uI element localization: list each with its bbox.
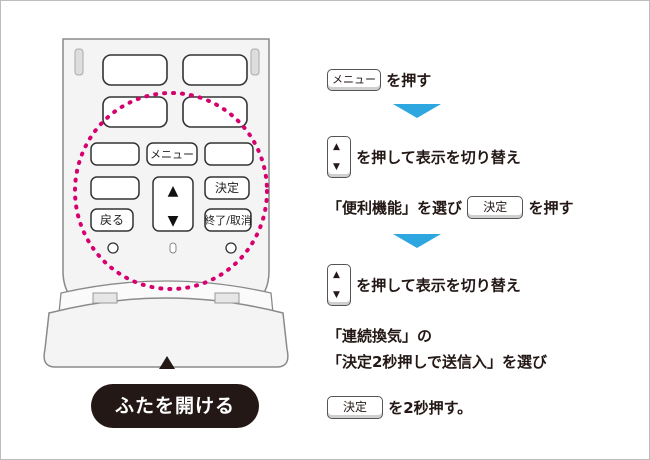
remote-button-right-row3 <box>204 142 254 166</box>
remote-button-left-row3 <box>90 142 140 166</box>
remote-back-button-label: 戻る <box>100 213 124 227</box>
remote-top-button-4 <box>182 96 248 128</box>
remote-top-button-2 <box>182 54 248 86</box>
remote-indicator-left <box>107 242 119 254</box>
remote-end-cancel-button-label: 終了/取消 <box>204 213 252 227</box>
remote-indicator-right <box>225 242 237 254</box>
highlight-circle <box>73 91 269 291</box>
remote-side-slot-left <box>74 48 84 76</box>
step-6: 決定 を2秒押す。 <box>327 396 472 419</box>
remote-menu-button <box>146 142 198 166</box>
step-3: 「便利機能」を選び 決定 を押す <box>327 196 574 219</box>
remote-menu-button-label: メニュー <box>150 148 194 161</box>
remote-lid-hinge-left <box>92 292 118 304</box>
step-2: ▲ ▼ を押して表示を切り替え <box>327 136 521 178</box>
step-1: メニュー を押す <box>327 69 431 91</box>
up-arrow-icon: ▲ <box>333 142 340 152</box>
remote-button-left-row4 <box>90 176 140 200</box>
step-2-text: を押して表示を切り替え <box>356 148 521 167</box>
step-4-text: を押して表示を切り替え <box>356 276 521 295</box>
menu-key-icon: メニュー <box>327 69 381 91</box>
remote-down-arrow-icon: ▼ <box>168 213 179 229</box>
remote-top-button-3 <box>102 96 168 128</box>
step-5-line-2: 「決定2秒押しで送信入」を選び <box>327 353 547 371</box>
step-1-text: を押す <box>386 71 432 90</box>
remote-side-slot-right <box>250 48 260 76</box>
step-5-line-1: 「連続換気」の <box>327 327 433 345</box>
down-arrow-icon <box>393 234 441 248</box>
remote-updown-button <box>152 176 194 232</box>
down-arrow-icon: ▼ <box>333 290 340 300</box>
remote-ok-button-label: 決定 <box>215 180 239 195</box>
remote-lid-hinge-right <box>214 292 240 304</box>
remote-lid <box>43 297 289 368</box>
step-4: ▲ ▼ を押して表示を切り替え <box>327 264 521 306</box>
step-3-text-a: 「便利機能」を選び <box>327 199 463 217</box>
step-3-text-b: を押す <box>528 199 574 217</box>
open-lid-label: ふたを開ける <box>91 384 259 428</box>
down-arrow-icon: ▼ <box>333 162 340 172</box>
remote-ok-button <box>204 176 250 200</box>
remote-indicator-center <box>169 242 177 254</box>
remote-control-illustration: メニュー ▲ ▼ 決定 戻る 終了/取消 <box>43 38 289 369</box>
remote-end-cancel-button <box>204 208 252 232</box>
ok-key-icon: 決定 <box>327 396 383 419</box>
updown-key-icon: ▲ ▼ <box>327 264 351 306</box>
remote-up-arrow-icon: ▲ <box>168 183 179 199</box>
updown-key-icon: ▲ ▼ <box>327 136 351 178</box>
pill-pointer-icon <box>159 356 175 369</box>
remote-back-button <box>90 208 134 232</box>
ok-key-icon: 決定 <box>467 196 524 219</box>
down-arrow-icon <box>393 104 441 118</box>
step-6-text: を2秒押す。 <box>388 399 473 417</box>
remote-top-button-1 <box>102 54 168 86</box>
up-arrow-icon: ▲ <box>333 270 340 280</box>
